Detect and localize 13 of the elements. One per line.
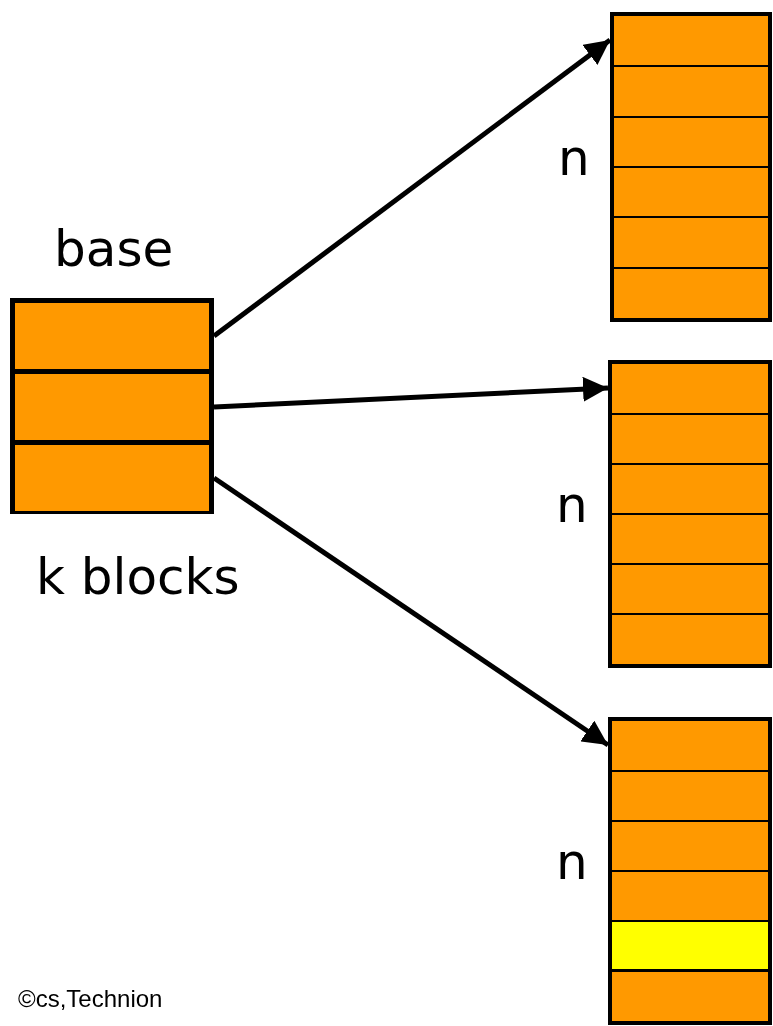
block-array xyxy=(610,12,772,322)
block-array xyxy=(608,717,772,1025)
copyright-note: ©cs,Technion xyxy=(18,985,163,1013)
array-block xyxy=(15,303,209,369)
size-label: n xyxy=(556,480,588,530)
arrow xyxy=(213,376,609,410)
size-label: n xyxy=(556,837,588,887)
size-label: n xyxy=(558,133,590,183)
array-block xyxy=(15,445,209,511)
array-size-label: k blocks xyxy=(36,552,240,602)
block-array xyxy=(608,360,772,668)
array-block xyxy=(15,374,209,440)
array-name: base xyxy=(54,224,174,274)
